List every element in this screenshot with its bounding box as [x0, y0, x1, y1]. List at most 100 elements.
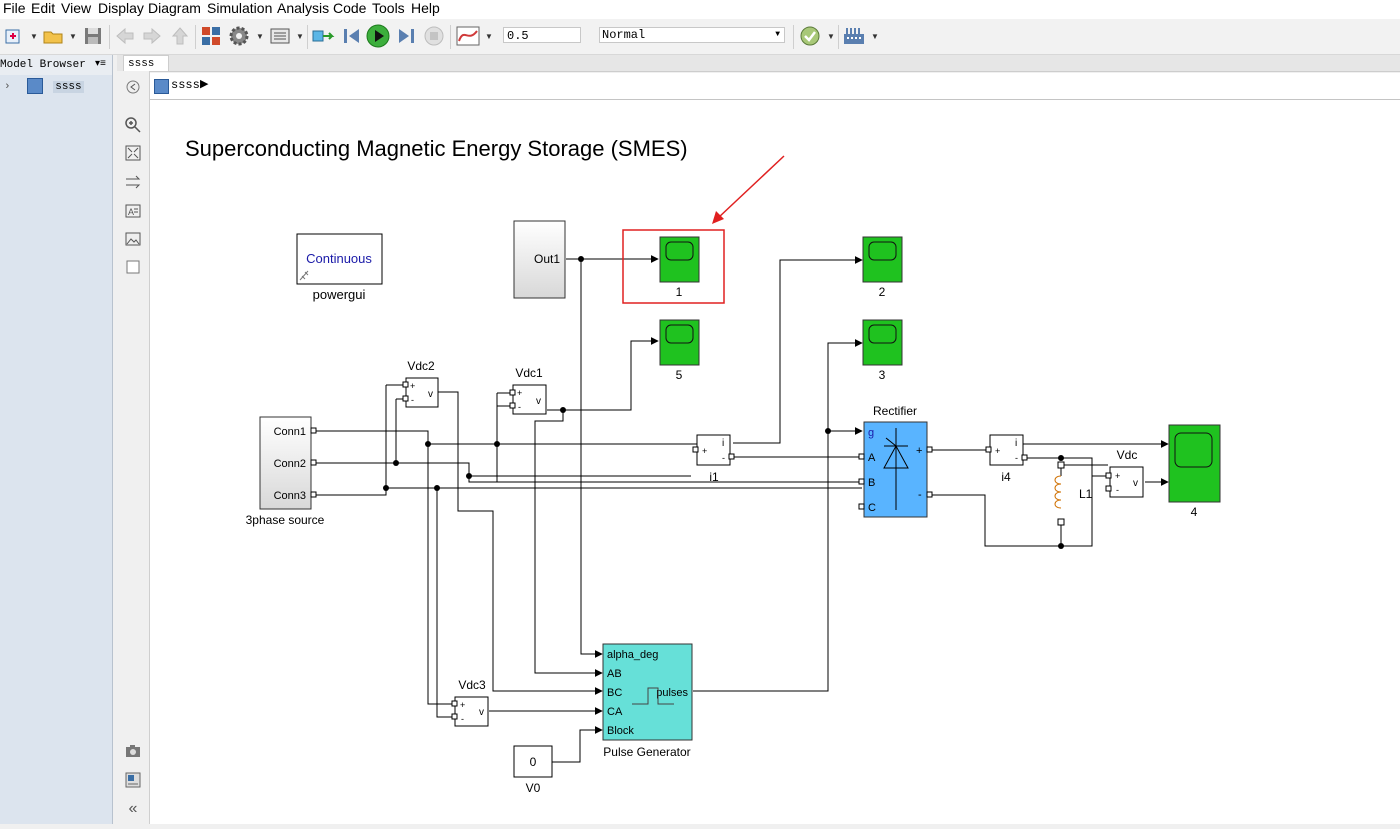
- model-info-icon[interactable]: [124, 771, 142, 789]
- new-model-icon[interactable]: [2, 24, 26, 48]
- port-c: C: [868, 502, 876, 514]
- hide-browser-icon[interactable]: [124, 78, 142, 96]
- voltmeter-vdc3[interactable]: Vdc3 + - v: [454, 678, 489, 727]
- model-config-icon[interactable]: [227, 24, 251, 48]
- config-dropdown-icon[interactable]: ▼: [256, 32, 264, 41]
- voltmeter-vdc2[interactable]: Vdc2 + - v: [405, 359, 439, 408]
- new-dropdown-icon[interactable]: ▼: [30, 32, 38, 41]
- menu-view[interactable]: View: [61, 0, 92, 16]
- port-g: g: [868, 427, 874, 439]
- stop-time-input[interactable]: 0.5: [503, 27, 581, 43]
- ammeter-i1[interactable]: + i - i1: [696, 434, 731, 484]
- port-ca: CA: [607, 706, 623, 718]
- stop-icon[interactable]: [422, 24, 446, 48]
- plus-sign: +: [702, 446, 707, 456]
- meter-name: Vdc3: [458, 678, 486, 692]
- rectifier-block[interactable]: Rectifier g A B C + -: [863, 404, 928, 518]
- route-lines-icon[interactable]: [124, 173, 142, 191]
- breadcrumb-model[interactable]: ssss: [171, 78, 200, 92]
- explorer-dropdown-icon[interactable]: ▼: [296, 32, 304, 41]
- annotation-icon[interactable]: A: [124, 202, 142, 220]
- menu-display[interactable]: Display: [98, 0, 144, 16]
- up-icon[interactable]: [168, 24, 192, 48]
- advisor-dropdown-icon[interactable]: ▼: [827, 32, 835, 41]
- model-advisor-icon[interactable]: [798, 24, 822, 48]
- toolbar-separator: [450, 25, 451, 49]
- tab-ssss[interactable]: ssss: [123, 55, 169, 71]
- voltmeter-vdc[interactable]: Vdc + - v: [1109, 448, 1144, 498]
- scope-1[interactable]: 1: [659, 236, 700, 299]
- simulation-mode-select[interactable]: Normal ▼: [599, 27, 785, 43]
- plot-dropdown-icon[interactable]: ▼: [485, 32, 493, 41]
- menu-edit[interactable]: Edit: [31, 0, 56, 16]
- screenshot-icon[interactable]: [124, 742, 142, 760]
- pulse-generator-label: Pulse Generator: [603, 745, 690, 759]
- constant-v0-block[interactable]: 0 V0: [513, 745, 553, 795]
- image-icon[interactable]: [124, 230, 142, 248]
- inductor-l1[interactable]: L1: [1054, 461, 1093, 526]
- menu-help[interactable]: Help: [411, 0, 440, 16]
- svg-text:A: A: [128, 207, 134, 217]
- diagram-canvas[interactable]: Superconducting Magnetic Energy Storage …: [150, 100, 1400, 824]
- open-dropdown-icon[interactable]: ▼: [69, 32, 77, 41]
- fit-to-view-icon[interactable]: [124, 144, 142, 162]
- plus-sign: +: [460, 700, 465, 710]
- port-a: A: [868, 452, 876, 464]
- run-icon[interactable]: [366, 24, 390, 48]
- ammeter-i4[interactable]: + i - i4: [989, 434, 1024, 484]
- toolbar-separator: [109, 25, 110, 49]
- library-browser-icon[interactable]: [199, 24, 223, 48]
- scope-2[interactable]: 2: [862, 236, 903, 299]
- powergui-mode: Continuous: [306, 251, 372, 266]
- menu-analysis[interactable]: Analysis: [277, 0, 330, 16]
- annotation-arrow: [712, 155, 785, 224]
- menu-file[interactable]: File: [3, 0, 26, 16]
- step-back-icon[interactable]: [340, 24, 364, 48]
- panel-menu-icon[interactable]: ▾≡: [94, 59, 106, 70]
- powergui-block[interactable]: Continuous powergui: [296, 233, 383, 302]
- collapse-icon[interactable]: «: [128, 800, 138, 817]
- three-phase-source-block[interactable]: Conn1 Conn2 Conn3 3phase source: [246, 416, 325, 527]
- menu-tools[interactable]: Tools: [372, 0, 405, 16]
- toolbar-separator: [838, 25, 839, 49]
- scope-3[interactable]: 3: [862, 319, 903, 382]
- build-icon[interactable]: [842, 24, 866, 48]
- chevron-right-icon[interactable]: ›: [4, 81, 11, 93]
- scope-label: 2: [879, 285, 886, 299]
- scope-label: 5: [676, 368, 683, 382]
- pulse-waveform-icon: [632, 687, 674, 705]
- scope-4[interactable]: 4: [1168, 424, 1221, 519]
- forward-icon[interactable]: [140, 24, 164, 48]
- menu-code[interactable]: Code: [333, 0, 367, 16]
- step-forward-icon[interactable]: [394, 24, 418, 48]
- meter-name: Vdc1: [515, 366, 543, 380]
- toolbar: ▼ ▼ ▼ ▼ ▼ 0.5 Nor: [0, 19, 1400, 55]
- tree-node-root[interactable]: › ssss: [4, 78, 84, 96]
- simulation-mode-value: Normal: [602, 28, 646, 42]
- save-icon[interactable]: [81, 24, 105, 48]
- scope-plot-icon[interactable]: [456, 24, 480, 48]
- zoom-icon[interactable]: [124, 116, 142, 134]
- area-icon[interactable]: [124, 258, 142, 276]
- v-port: v: [1133, 478, 1138, 489]
- breadcrumb-arrow-icon[interactable]: ▶: [200, 78, 209, 90]
- build-dropdown-icon[interactable]: ▼: [871, 32, 879, 41]
- out1-port-block[interactable]: Out1: [513, 220, 566, 299]
- i-port: i: [1015, 438, 1017, 449]
- port-alpha-deg: alpha_deg: [607, 649, 658, 661]
- update-diagram-icon[interactable]: [311, 24, 335, 48]
- voltmeter-vdc1[interactable]: Vdc1 + - v: [512, 366, 547, 415]
- port-conn3: Conn3: [274, 490, 306, 502]
- minus-sign: -: [411, 395, 414, 405]
- toolbar-separator: [307, 25, 308, 49]
- chevron-down-icon: ▼: [775, 30, 780, 39]
- scope-5[interactable]: 5: [659, 319, 700, 382]
- menu-diagram[interactable]: Diagram: [148, 0, 201, 16]
- menu-simulation[interactable]: Simulation: [207, 0, 273, 16]
- toolbar-separator: [793, 25, 794, 49]
- minus-sign: -: [461, 714, 464, 724]
- back-icon[interactable]: [113, 24, 137, 48]
- model-explorer-icon[interactable]: [268, 24, 292, 48]
- pulse-generator-block[interactable]: alpha_deg AB BC CA Block pulses Pulse Ge…: [602, 643, 693, 759]
- open-folder-icon[interactable]: [41, 24, 65, 48]
